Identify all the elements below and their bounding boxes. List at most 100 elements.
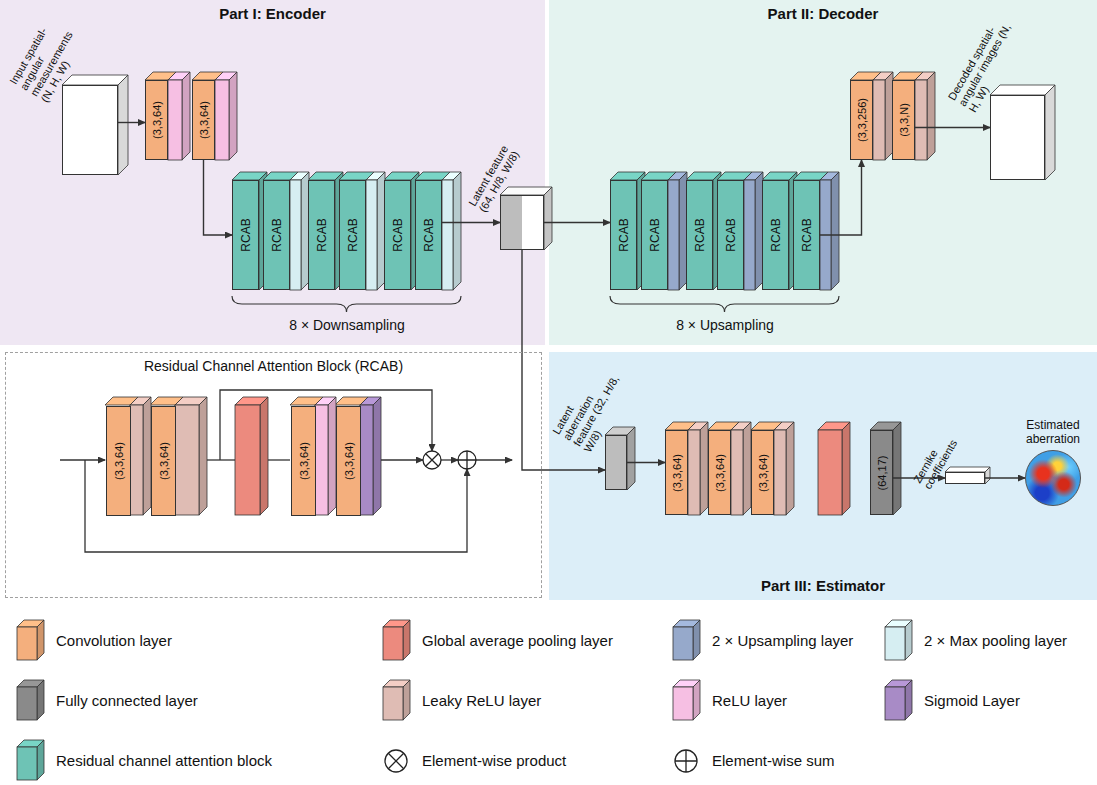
tensor-label: Zernike coefficients	[911, 417, 968, 491]
panel-ground	[5, 352, 542, 598]
panel-title: Part III: Estimator	[549, 577, 1097, 594]
layer-block: (3,3,64)	[291, 406, 316, 516]
layer-label: RCAB	[769, 218, 783, 251]
block-face-top	[990, 85, 1055, 95]
rcab-wiring	[60, 390, 512, 552]
layer-label: RCAB	[422, 218, 436, 251]
brace	[232, 296, 461, 312]
legend-swatch-face	[17, 687, 37, 720]
layer-block: RCAB	[793, 180, 820, 290]
legend-swatch-face-side	[37, 620, 44, 660]
signal-wire	[207, 459, 235, 460]
layer-block: (3,3,64)	[708, 430, 731, 515]
layer-label: (3,3,64)	[757, 454, 769, 492]
block-face-side	[985, 467, 990, 484]
legend-entry: 2 × Upsampling layer	[668, 617, 853, 663]
legend-swatch-face	[383, 687, 403, 720]
layer-label: (3,3,64)	[113, 442, 125, 480]
legend-swatch	[378, 677, 414, 723]
product-symbol	[385, 750, 407, 772]
legend-entry: ReLU layer	[668, 677, 787, 723]
layer-block: RCAB	[610, 180, 637, 290]
legend-swatch	[668, 617, 704, 663]
legend-entry: Element-wise sum	[668, 737, 835, 783]
flow-arrow	[627, 462, 665, 463]
layer-block: RCAB	[384, 180, 411, 290]
layer-label: (3,3,64)	[714, 454, 726, 492]
panel-title: Part I: Encoder	[0, 5, 545, 22]
legend-swatch-face	[673, 627, 693, 660]
legend-text: 2 × Max pooling layer	[924, 632, 1067, 649]
legend-text: Leaky ReLU layer	[422, 692, 541, 709]
layer-label: RCAB	[391, 218, 405, 251]
layer-block	[688, 430, 700, 515]
signal-wire	[268, 459, 290, 460]
legend-swatch-face	[885, 627, 905, 660]
layer-label: RCAB	[239, 218, 253, 251]
signal-wire	[476, 459, 512, 460]
flow-arrow	[915, 127, 990, 128]
block-face-top	[500, 187, 552, 195]
layer-label: (64,17)	[876, 455, 888, 490]
layer-block: (3,3,256)	[850, 80, 873, 160]
legend-swatch	[12, 737, 48, 783]
layer-block	[215, 80, 229, 160]
layer-block: (3,3,64)	[665, 430, 688, 515]
legend-text: Global average pooling layer	[422, 632, 613, 649]
layer-blocks	[130, 72, 935, 515]
layer-block-side	[199, 397, 207, 515]
legend-swatch	[12, 617, 48, 663]
block-face-side	[627, 427, 635, 490]
layer-label: RCAB	[724, 218, 738, 251]
layer-label: RCAB	[270, 218, 284, 251]
layer-label: RCAB	[315, 218, 329, 251]
flow-arrow	[204, 160, 233, 235]
layer-label: RCAB	[346, 218, 360, 251]
layer-block-side	[743, 422, 751, 515]
layer-label: (3,3,64)	[298, 442, 310, 480]
layer-block-side	[927, 72, 935, 160]
signal-wire	[60, 459, 105, 460]
flow-arrow	[985, 477, 1025, 478]
layer-block-side	[328, 397, 336, 515]
block-face-top	[62, 75, 128, 85]
legend-swatch-face	[673, 687, 693, 720]
panel-region: Part III: Estimator Latent aberration fea…	[549, 352, 1097, 600]
layer-block: RCAB	[686, 180, 713, 290]
tensor-label: Decoded spatial-angular images (N, H, W)	[946, 13, 1025, 114]
brace	[610, 296, 839, 312]
tensor-label: Input spatial-angular measurements (N, H…	[7, 7, 91, 104]
legend-swatch-face-side	[403, 680, 410, 720]
layer-block	[175, 405, 199, 515]
layer-block: (3,3,64)	[751, 430, 774, 515]
layer-block: (3,3,64)	[336, 406, 361, 516]
panel-region: Residual Channel Attention Block (RCAB)(…	[5, 352, 542, 598]
tensor-box: Latent feature (64, H/8, W/8)	[500, 195, 544, 250]
layer-label: RCAB	[617, 218, 631, 251]
layer-block: (3,3,64)	[192, 80, 215, 160]
legend-entry: Sigmoid Layer	[880, 677, 1020, 723]
legend-entry: Leaky ReLU layer	[378, 677, 541, 723]
brace-label: 8 × Downsampling	[289, 317, 405, 333]
legend-entry: Global average pooling layer	[378, 617, 613, 663]
layer-block: RCAB	[641, 180, 668, 290]
legend-swatch-face	[885, 687, 905, 720]
layer-block	[235, 405, 260, 515]
layer-block: RCAB	[762, 180, 789, 290]
layer-block: (3,3,64)	[106, 406, 131, 516]
legend-swatch	[668, 737, 704, 783]
legend-swatch	[668, 677, 704, 723]
brace-label: 8 × Upsampling	[676, 317, 774, 333]
block-face-side	[1045, 85, 1055, 180]
block-face-side	[893, 422, 901, 515]
legend-entry: Fully connected layer	[12, 677, 198, 723]
legend-swatch-face-side	[37, 680, 44, 720]
tensor-label: Latent feature (64, H/8, W/8)	[466, 129, 529, 214]
layer-block	[915, 80, 927, 160]
tensor-label: Latent aberration feature (32, H/8, W/8)	[550, 359, 633, 454]
flow-arrow	[820, 160, 862, 235]
block-face-side	[544, 187, 552, 250]
layer-block	[366, 180, 377, 290]
layer-label: (3,3,64)	[671, 454, 683, 492]
tensor-box: Input spatial-angular measurements (N, H…	[62, 85, 118, 175]
